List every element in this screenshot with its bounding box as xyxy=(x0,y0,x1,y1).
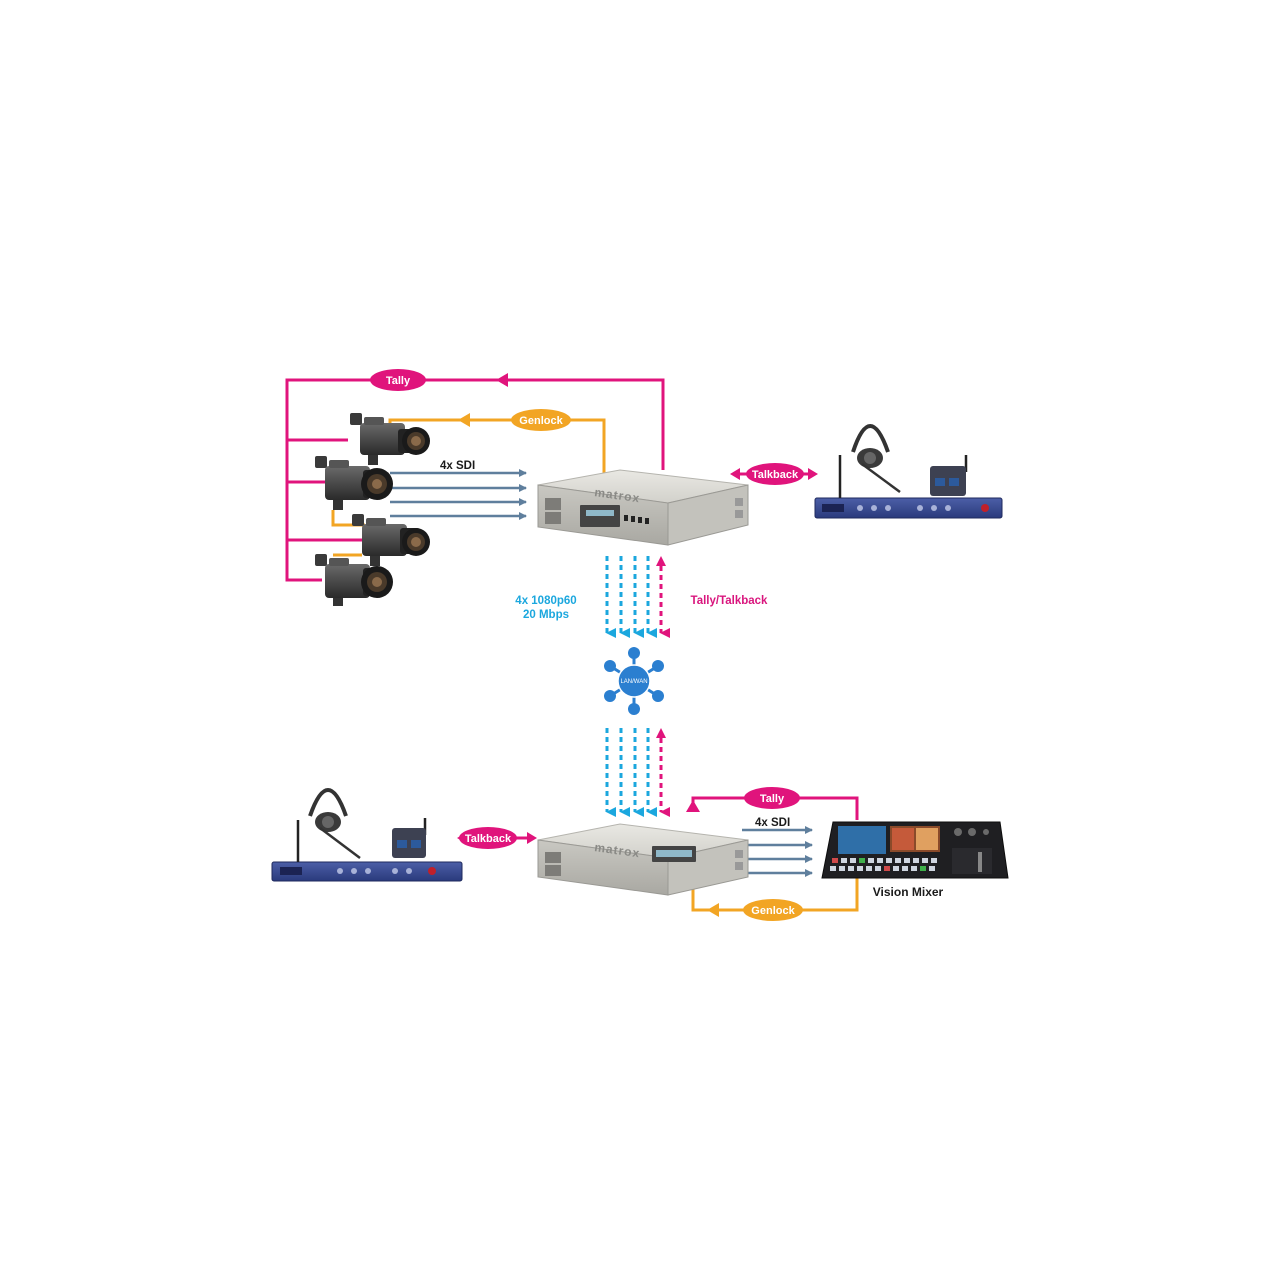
svg-text:Talkback: Talkback xyxy=(752,469,799,481)
vision-mixer-device xyxy=(821,821,1009,879)
talkback-pill-bottom: Talkback xyxy=(459,827,517,849)
network-hub-icon xyxy=(604,647,664,715)
stream-label-line2: 20 Mbps xyxy=(523,609,569,621)
decoder-device: matrox xyxy=(537,823,749,896)
sdi-label-bottom: 4x SDI xyxy=(755,817,790,829)
tally-pill-bottom: Tally xyxy=(744,787,800,809)
encoder-device: matrox xyxy=(537,469,749,546)
camera-1 xyxy=(350,413,430,465)
camera-3 xyxy=(352,514,430,566)
vision-mixer-label: Vision Mixer xyxy=(873,885,944,899)
tally-talkback-label: Tally/Talkback xyxy=(691,595,769,607)
genlock-arrow-top xyxy=(458,413,470,427)
camera-4 xyxy=(315,554,393,606)
genlock-pill-top: Genlock xyxy=(511,409,571,431)
svg-text:Talkback: Talkback xyxy=(465,833,512,845)
intercom-top xyxy=(814,424,1003,519)
stream-label-line1: 4x 1080p60 xyxy=(515,595,576,607)
svg-text:Genlock: Genlock xyxy=(751,905,795,917)
tally-link-top xyxy=(285,373,665,582)
tally-arrow-top xyxy=(496,373,508,387)
tally-talkback-arrow-bottom xyxy=(656,728,670,817)
genlock-pill-bottom: Genlock xyxy=(743,899,803,921)
talkback-pill-top: Talkback xyxy=(746,463,804,485)
svg-text:Tally: Tally xyxy=(760,793,785,805)
intercom-bottom xyxy=(271,788,463,882)
decoder-brand: matrox xyxy=(594,840,642,860)
sdi-arrows-top xyxy=(390,469,527,520)
encoder-brand: matrox xyxy=(594,485,642,505)
stream-arrows-bottom xyxy=(605,728,657,817)
sdi-arrows-bottom xyxy=(742,826,813,877)
tally-talkback-arrow-top xyxy=(656,556,670,638)
network-label: LAN/WAN xyxy=(620,679,647,685)
camera-group xyxy=(315,413,430,606)
stream-arrows-top xyxy=(605,556,657,638)
svg-text:Genlock: Genlock xyxy=(519,415,563,427)
camera-2 xyxy=(315,456,393,510)
svg-text:Tally: Tally xyxy=(386,375,411,387)
tally-pill-top: Tally xyxy=(370,369,426,391)
sdi-label-top: 4x SDI xyxy=(440,460,475,472)
